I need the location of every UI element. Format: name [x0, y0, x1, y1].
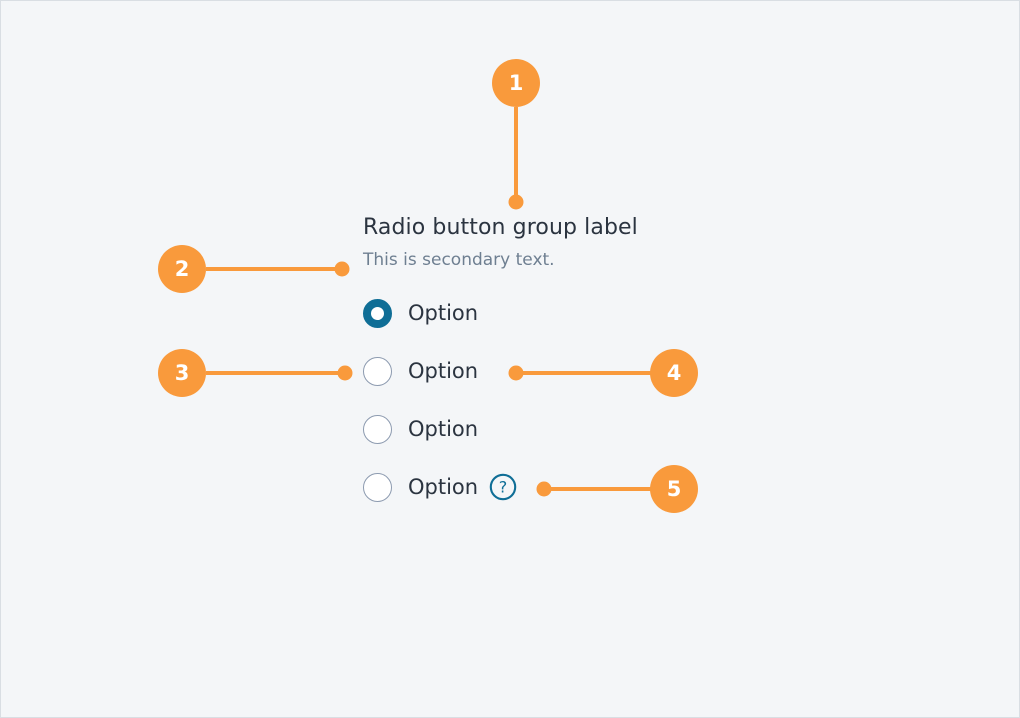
callout-badge-2: 2 — [158, 245, 206, 293]
radio-group-label: Radio button group label — [363, 215, 638, 240]
radio-option-list: Option Option Option Option ? — [363, 284, 693, 516]
callout-badge-3: 3 — [158, 349, 206, 397]
callout-badge-1: 1 — [492, 59, 540, 107]
radio-mark-icon[interactable] — [363, 414, 392, 444]
callout-badge-4: 4 — [650, 349, 698, 397]
radio-option-row-4[interactable]: Option ? — [363, 458, 693, 516]
radio-mark-icon[interactable] — [363, 356, 392, 386]
callout-badge-5: 5 — [650, 465, 698, 513]
question-mark-circle-icon[interactable]: ? — [489, 473, 517, 501]
leader-dot-3 — [337, 365, 353, 381]
radio-option-row-1[interactable]: Option — [363, 284, 693, 342]
radio-option-row-3[interactable]: Option — [363, 400, 693, 458]
radio-option-label-2: Option — [408, 358, 479, 383]
radio-mark-icon[interactable] — [363, 472, 392, 502]
radio-group-secondary-text: This is secondary text. — [363, 250, 555, 270]
radio-option-label-1: Option — [408, 300, 479, 325]
radio-option-label-4: Option — [408, 474, 479, 499]
radio-mark-selected-icon[interactable] — [363, 298, 392, 328]
radio-option-label-3: Option — [408, 416, 479, 441]
svg-text:?: ? — [499, 478, 508, 497]
leader-dot-1 — [508, 194, 524, 210]
radio-button-group: Radio button group label This is seconda… — [363, 213, 693, 516]
leader-dot-2 — [334, 261, 350, 277]
radio-option-row-2[interactable]: Option — [363, 342, 693, 400]
